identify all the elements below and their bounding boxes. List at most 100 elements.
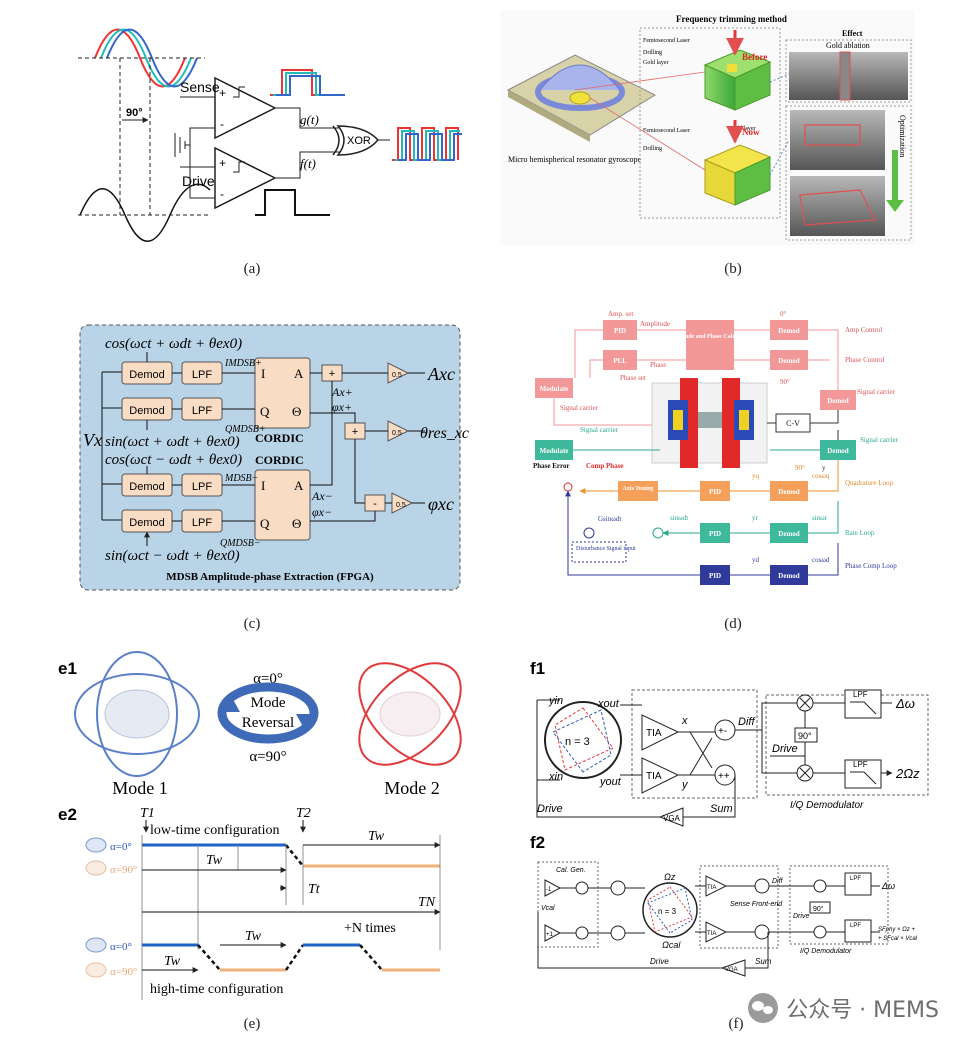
lpf-label: LPF <box>192 405 212 417</box>
tia-label: TIA <box>646 728 662 739</box>
amp-control-label: Amp Control <box>845 326 882 334</box>
g-sin-label: Gsinωdt <box>598 515 621 523</box>
cosq-label: cosωq <box>812 472 830 480</box>
mode-pattern-blue <box>552 709 612 773</box>
cordic-port-i: I <box>261 478 265 493</box>
mode-pattern-red <box>554 707 614 771</box>
hysteresis-icon <box>233 86 245 98</box>
tw-label: Tw <box>368 829 385 844</box>
drive-feedback-label: Drive <box>537 803 563 815</box>
cordic-block-plus <box>254 357 311 429</box>
tia-label: TIA <box>707 885 716 891</box>
transition-dash <box>284 944 305 971</box>
diff-label: Diff <box>772 878 784 885</box>
diff-label: Diff <box>738 716 755 728</box>
cal-sum <box>610 880 626 896</box>
drive-label: Drive <box>793 913 809 920</box>
drive-label: Drive <box>772 743 798 755</box>
deg0-label: 0° <box>780 310 787 318</box>
xor-gate <box>336 125 380 156</box>
diff-node <box>754 878 770 894</box>
demod-label: Demod <box>129 369 164 381</box>
gold-anchor <box>569 91 591 105</box>
signal-carrier-label: Signal carrier <box>560 404 599 412</box>
cordic-label-2: CORDIC <box>255 453 304 467</box>
modulate-pink <box>535 378 573 398</box>
modulate-teal <box>535 440 573 460</box>
connector <box>769 139 790 176</box>
modulate-label: Modulate <box>540 385 569 393</box>
omega-z-label: Ωz <box>664 872 676 882</box>
sf-line-1: SFphy × Ωz + <box>878 927 915 933</box>
cordic-port-q: Q <box>260 516 270 531</box>
sum-sign: + <box>352 426 358 438</box>
wire <box>310 381 425 522</box>
wire <box>769 885 880 933</box>
g-label: g(t) <box>300 112 319 127</box>
tw-label: Tw <box>206 853 223 868</box>
navy-wire <box>568 491 839 576</box>
amp-phase-label: Amplitude and Phase Calculation <box>667 334 754 340</box>
demod-signal <box>820 390 856 410</box>
panel-f: f1 n = 3 yin xout xin yout TIA TIA x y +… <box>530 659 929 1032</box>
amp-phase-calc <box>686 320 734 370</box>
vga-label: VGA <box>725 967 738 973</box>
minus-sign: - <box>220 117 224 131</box>
optimization-label: Optimization <box>898 115 907 157</box>
demod-label: Demod <box>827 397 848 405</box>
watermark: 公众号 · MEMS <box>748 992 939 1024</box>
pink-wire <box>553 398 661 428</box>
lpf-bottom <box>844 759 882 789</box>
subpanel-f1-label: f1 <box>530 659 545 678</box>
mode-reversal-text-1: Mode <box>251 695 286 711</box>
sum-label: Sum <box>710 803 733 815</box>
tn-label: TN <box>418 895 436 910</box>
gain-label: 0.5 <box>396 502 406 509</box>
tw-label: Tw <box>245 929 262 944</box>
arrow-head <box>220 694 240 712</box>
panel-d: PID PLL Amplitude and Phase Calculation … <box>533 310 899 632</box>
drilling-label-2: Drilling <box>643 146 662 152</box>
wire <box>189 127 215 199</box>
resonator-image-1 <box>104 689 170 739</box>
modulate-label: Modulate <box>540 447 569 455</box>
demod-label: Demod <box>129 481 164 493</box>
signal-carrier-label: Signal carrier <box>857 388 896 396</box>
demod-row-1: Demod LPF <box>121 361 223 385</box>
mode1-ellipse-horizontal <box>74 673 200 755</box>
resonator-image-2 <box>379 691 441 737</box>
gold-patch-1 <box>727 64 737 72</box>
demod-amp <box>770 320 808 340</box>
demod-phase <box>770 350 808 370</box>
yin-label: yin <box>548 695 563 707</box>
vga-label: VGA <box>663 814 681 823</box>
mode-reversal-text-2: Reversal <box>242 715 294 731</box>
drilling-label-1: Drilling <box>643 50 662 56</box>
demod-teal <box>820 440 856 460</box>
cal-gen-label: Cal. Gen. <box>556 867 586 874</box>
delta-omega-label: Δω <box>881 881 895 891</box>
quadrature-loop-label: Quadrature Loop <box>845 479 894 487</box>
sense-fe-label: Sense Front-end <box>730 901 783 908</box>
trimming-frame <box>639 27 781 219</box>
unit-gain <box>544 924 562 942</box>
mode1-ellipse-vertical <box>96 651 178 777</box>
n3-label: n = 3 <box>565 736 590 748</box>
optimization-arrow-shaft <box>892 150 898 200</box>
ground-icon <box>174 133 190 157</box>
mode1-legend-icon <box>85 937 107 953</box>
wechat-icon <box>748 993 779 1023</box>
laser-label-2: Femtosecond Laser <box>643 128 690 134</box>
demod-label: Demod <box>129 517 164 529</box>
high-config-label: high-time configuration <box>150 982 283 997</box>
drive-comparator <box>214 146 277 210</box>
cal-gen-frame <box>537 861 599 948</box>
wire <box>275 151 340 179</box>
fpga-frame <box>79 324 461 591</box>
vx-input-label: Vx <box>83 430 102 450</box>
sem-image-3 <box>790 176 885 236</box>
panel-b: Frequency trimming method Micro hemisphe… <box>500 10 915 277</box>
mode-pattern-blue <box>647 887 693 934</box>
ablation-groove <box>839 51 851 101</box>
gold-pad <box>739 410 749 430</box>
